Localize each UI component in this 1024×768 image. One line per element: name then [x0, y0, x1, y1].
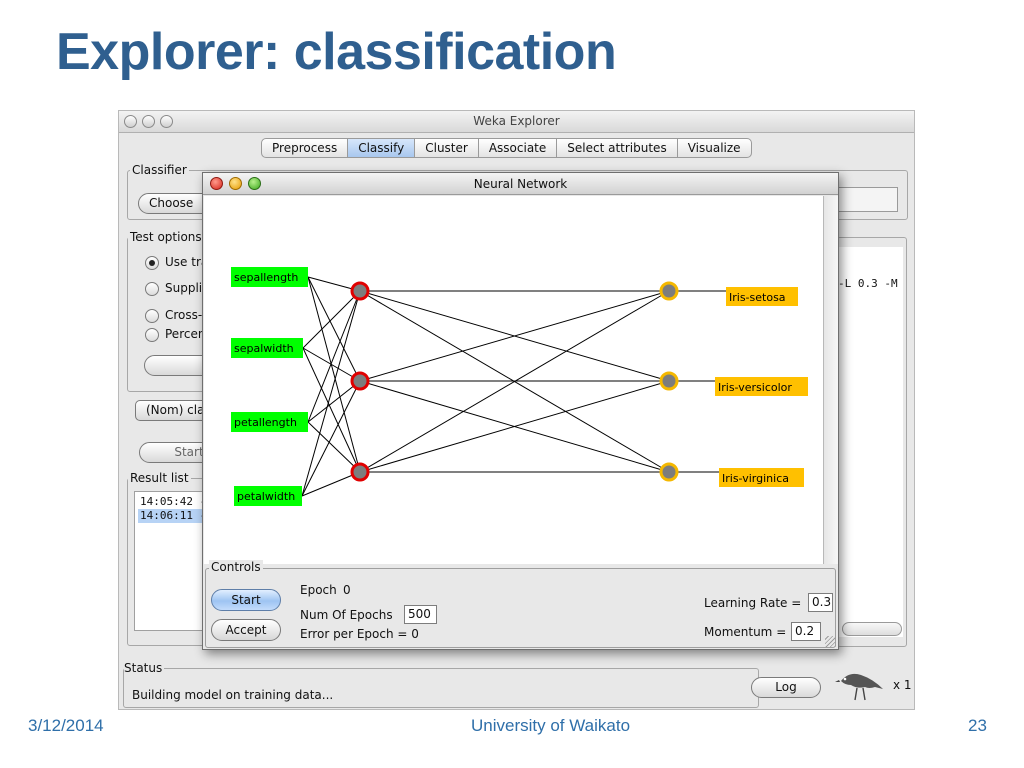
output-label: Iris-versicolor [718, 381, 792, 394]
cross-validation-radio[interactable] [145, 309, 159, 323]
log-button[interactable]: Log [751, 677, 821, 698]
connection-line [359, 290, 670, 382]
use-training-set-radio[interactable] [145, 256, 159, 270]
input-node [231, 412, 308, 432]
connection-line [359, 380, 670, 473]
explorer-title: Weka Explorer [473, 114, 560, 128]
footer-date: 3/12/2014 [28, 716, 104, 735]
start-button[interactable]: Start [211, 589, 281, 611]
output-label-box [719, 468, 804, 487]
worker-count: x 1 [893, 678, 912, 692]
percentage-split-radio[interactable] [145, 328, 159, 342]
output-label-box [715, 377, 808, 396]
output-label: Iris-virginica [722, 472, 789, 485]
supplied-test-set-radio[interactable] [145, 282, 159, 296]
error-per-epoch: Error per Epoch = 0 [300, 627, 419, 641]
classifier-output-text: -L 0.3 -M [838, 277, 898, 290]
network-graph: sepallength sepalwidth petallength petalwid… [231, 267, 808, 506]
canvas-vertical-scrollbar[interactable] [823, 196, 838, 564]
status-label: Status [124, 661, 165, 675]
slide-title: Explorer: classification [56, 23, 617, 81]
close-window-icon[interactable] [124, 115, 137, 128]
classifier-config-field[interactable] [836, 187, 898, 212]
num-epochs-field[interactable]: 500 [404, 605, 437, 624]
tab-associate[interactable]: Associate [479, 139, 558, 157]
resize-grip-icon[interactable] [825, 636, 836, 647]
output-label-box [726, 287, 798, 306]
connection-line [301, 290, 361, 497]
controls-panel: Controls Start Accept Epoch 0 Num Of Epo… [205, 560, 836, 648]
connection-line [307, 421, 361, 473]
connection-line [302, 347, 361, 473]
output-horizontal-scrollbar[interactable] [842, 622, 902, 636]
network-canvas[interactable]: sepallength sepalwidth petallength petalwid… [204, 196, 823, 564]
connection-line [301, 380, 361, 497]
hidden-node [350, 371, 370, 391]
num-epochs-label: Num Of Epochs [300, 608, 393, 622]
epoch-label: Epoch [300, 583, 337, 597]
connection-line [307, 276, 361, 382]
input-node [231, 338, 303, 358]
output-node [659, 462, 679, 482]
connection-line [307, 276, 361, 473]
input-label: sepallength [234, 271, 298, 284]
result-list[interactable]: 14:05:42 - 14:06:11 - [134, 491, 209, 631]
status-panel: Status Building model on training data..… [123, 661, 759, 708]
momentum-field[interactable]: 0.2 [791, 622, 821, 641]
hidden-node [350, 462, 370, 482]
tab-cluster[interactable]: Cluster [415, 139, 479, 157]
footer-page-number: 23 [968, 716, 987, 735]
connection-line [302, 290, 361, 349]
result-list-item-selected[interactable]: 14:06:11 - [138, 509, 208, 523]
minimize-window-icon[interactable] [229, 177, 242, 190]
output-node [659, 281, 679, 301]
close-window-icon[interactable] [210, 177, 223, 190]
connection-line [307, 290, 361, 423]
tab-classify[interactable]: Classify [348, 139, 416, 157]
weka-bird-icon [835, 673, 883, 701]
nn-title: Neural Network [473, 177, 568, 191]
learning-rate-field[interactable]: 0.3 [808, 593, 833, 612]
output-label: Iris-setosa [729, 291, 786, 304]
tab-visualize[interactable]: Visualize [687, 141, 741, 155]
epoch-value: 0 [343, 583, 351, 597]
result-list-item[interactable]: 14:05:42 - [140, 495, 207, 508]
test-options-label: Test options [128, 230, 204, 244]
learning-rate-label: Learning Rate = [704, 596, 802, 610]
input-label: petalwidth [237, 490, 295, 503]
network-connections [301, 276, 726, 497]
status-text: Building model on training data... [132, 688, 334, 702]
connection-line [301, 471, 361, 497]
nn-titlebar: Neural Network [203, 173, 838, 195]
input-node [234, 486, 302, 506]
tab-select-attributes[interactable]: Select attributes [557, 139, 678, 157]
momentum-label: Momentum = [704, 625, 787, 639]
input-node [231, 267, 308, 287]
neural-network-window: Neural Network sepallength sepalwidth peta… [202, 172, 839, 650]
input-label: petallength [234, 416, 297, 429]
accept-button[interactable]: Accept [211, 619, 281, 641]
footer-organization: University of Waikato [471, 716, 631, 735]
explorer-titlebar: Weka Explorer [119, 111, 914, 133]
explorer-tab-bar: Preprocess Classify Cluster Associate Se… [261, 138, 752, 158]
connection-line [307, 380, 361, 423]
input-label: sepalwidth [234, 342, 294, 355]
zoom-window-icon[interactable] [160, 115, 173, 128]
output-node [659, 371, 679, 391]
controls-label: Controls [209, 560, 263, 574]
connection-line [302, 347, 361, 382]
connection-line [359, 290, 670, 473]
tab-preprocess[interactable]: Preprocess [262, 139, 349, 157]
classifier-label: Classifier [130, 163, 189, 177]
result-list-label: Result list [128, 471, 191, 485]
minimize-window-icon[interactable] [142, 115, 155, 128]
zoom-window-icon[interactable] [248, 177, 261, 190]
hidden-node [350, 281, 370, 301]
classifier-output-area[interactable]: -L 0.3 -M [838, 247, 903, 637]
